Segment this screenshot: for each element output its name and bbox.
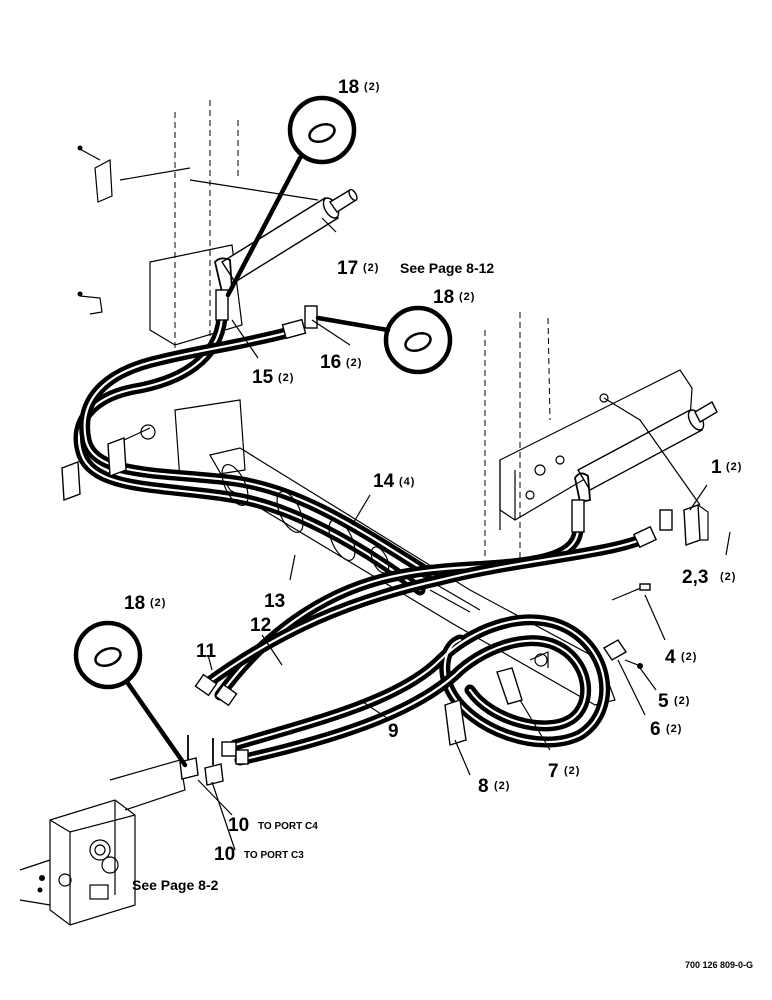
callout-number: 17 <box>337 258 358 279</box>
callout-7: 7 (2) <box>548 761 580 782</box>
callout-18-top: 18 (2) <box>338 77 380 98</box>
drawing-number: 700 126 809-0-G <box>685 960 753 970</box>
callout-4: 4 (2) <box>665 647 697 668</box>
callout-qty: (2) <box>674 695 690 707</box>
callout-note: TO PORT C3 <box>244 850 304 861</box>
callout-number: 16 <box>320 352 341 373</box>
callout-15: 15 (2) <box>252 367 294 388</box>
leader-lines <box>197 217 731 851</box>
callout-number: 10 <box>228 815 249 836</box>
callout-18-mid: 18 (2) <box>433 287 475 308</box>
callout-2-3: 2,3 (2) <box>682 567 736 588</box>
valve-reference: See Page 8-2 <box>132 877 219 893</box>
callout-qty: (2) <box>150 597 166 609</box>
cylinder-right <box>574 401 718 504</box>
callout-qty: (2) <box>459 291 475 303</box>
detail-oring-mid <box>315 305 453 375</box>
callout-number: 15 <box>252 367 274 388</box>
callout-qty: (2) <box>494 780 510 792</box>
callout-9: 9 <box>388 721 399 742</box>
callout-number: 5 <box>658 691 669 712</box>
callout-18-left: 18 (2) <box>124 593 166 614</box>
detail-oring-left <box>73 620 188 768</box>
callout-number: 14 <box>373 471 395 492</box>
callout-qty: (2) <box>278 372 294 384</box>
callout-qty: (2) <box>726 461 742 473</box>
callout-qty: (2) <box>681 651 697 663</box>
callout-qty: (2) <box>346 357 362 369</box>
fittings <box>179 289 673 786</box>
callout-10-port-c3: 10 TO PORT C3 <box>214 844 304 865</box>
cylinder-upper <box>214 188 358 294</box>
callout-number: 7 <box>548 761 559 782</box>
callout-note: See Page 8-12 <box>400 260 494 276</box>
callout-qty: (2) <box>666 723 682 735</box>
callout-number: 18 <box>433 287 454 308</box>
callout-qty: (4) <box>399 476 415 488</box>
callout-10-port-c4: 10 TO PORT C4 <box>228 815 318 836</box>
callout-13: 13 <box>264 591 285 612</box>
callout-number: 9 <box>388 721 399 742</box>
callout-number: 10 <box>214 844 235 865</box>
callout-number: 13 <box>264 591 285 612</box>
callout-8: 8 (2) <box>478 776 510 797</box>
callout-5: 5 (2) <box>658 691 690 712</box>
hose-clamps <box>221 464 390 574</box>
callout-12: 12 <box>250 615 271 636</box>
callout-number: 18 <box>124 593 145 614</box>
hoses <box>73 312 646 766</box>
callout-qty: (2) <box>364 81 380 93</box>
callout-number: 11 <box>196 641 217 662</box>
callout-17: 17 (2) See Page 8-12 <box>337 258 494 279</box>
callout-number: 1 <box>711 457 722 478</box>
callout-number: 6 <box>650 719 661 740</box>
callout-1: 1 (2) <box>711 457 742 478</box>
hardware-right <box>61 424 709 746</box>
callout-qty: (2) <box>564 765 580 777</box>
callout-14: 14 (4) <box>373 471 415 492</box>
callout-6: 6 (2) <box>650 719 682 740</box>
callout-note: See Page 8-2 <box>132 877 219 893</box>
callout-number: 18 <box>338 77 359 98</box>
callout-qty: (2) <box>363 262 379 274</box>
callout-number: 8 <box>478 776 489 797</box>
callout-number: 12 <box>250 615 271 636</box>
callout-qty: (2) <box>720 571 736 583</box>
callout-note: TO PORT C4 <box>258 821 318 832</box>
callout-number: 4 <box>665 647 676 668</box>
callout-16: 16 (2) <box>320 352 362 373</box>
callout-11: 11 <box>196 641 217 662</box>
machine-frame <box>19 100 693 926</box>
detail-oring-top <box>225 95 357 298</box>
callout-number: 2,3 <box>682 567 708 588</box>
